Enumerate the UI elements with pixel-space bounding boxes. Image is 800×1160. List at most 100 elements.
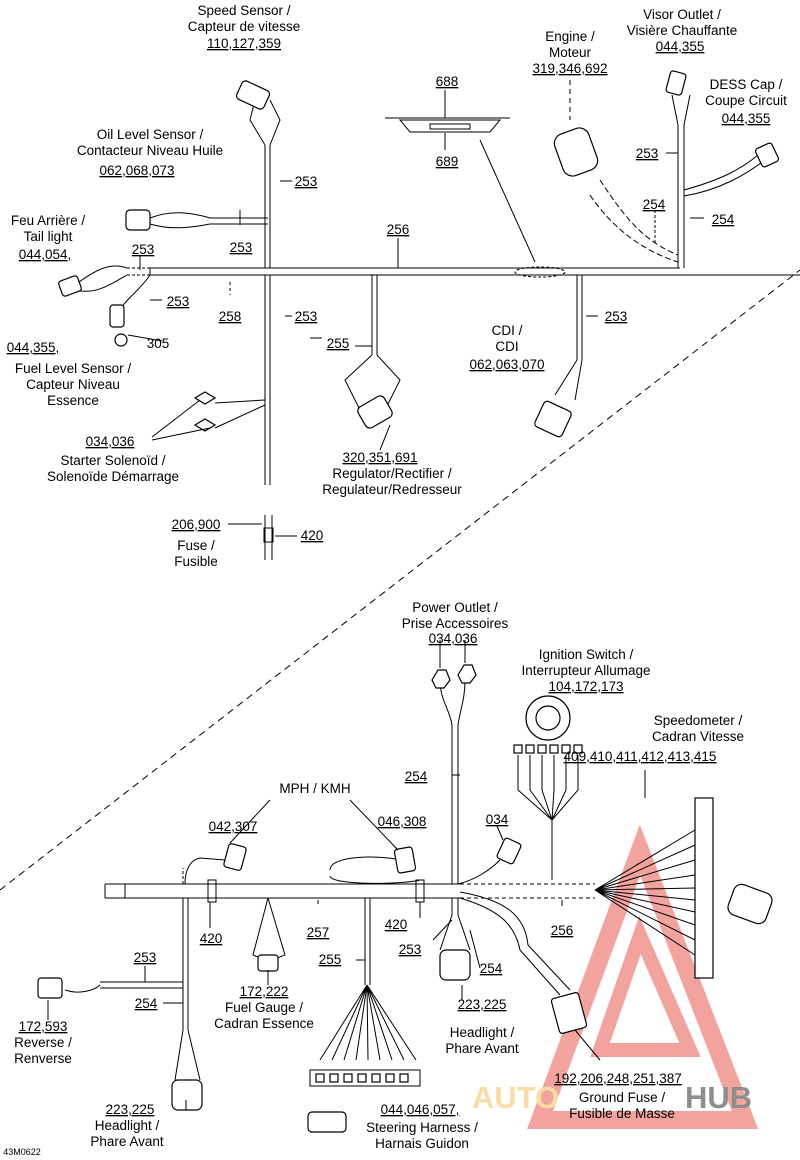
headlight-mid-connector [439,949,471,981]
speed-sensor-label-1: Speed Sensor / [197,3,290,18]
reverse-connector [37,977,63,999]
ref-042-307: 042,307 [209,819,258,834]
bottom-connectors [37,664,773,1133]
watermark-triangle-inner [590,915,701,1057]
power-outlet-terminal-b [457,664,477,684]
regulator-label-1: 320,351,691 [342,450,417,465]
ref-046-308: 046,308 [378,814,427,829]
cdi-label-3: 062,063,070 [469,357,544,372]
mph-connector-a [223,843,247,871]
dess-label-3: 044,355 [722,111,771,126]
ref-254-c: 254 [405,769,428,784]
fuel-level-ring [114,333,128,347]
dess-label-2: Coupe Circuit [705,93,787,108]
headlight-mid-label-3: Phare Avant [445,1041,519,1056]
connector-034 [496,837,522,865]
fuse-label-2: Fuse / [177,538,215,553]
headlight-left-connector [171,1079,203,1111]
regulator-label-3: Regulateur/Redresseur [322,482,462,497]
tail-light-connector [58,275,82,297]
bottom-labels: Power Outlet / Prise Accessoires 034,036… [3,600,744,1157]
watermark-text-b: HUB [685,1080,752,1115]
steering-plug [307,1111,347,1133]
cdi-label-2: CDI [495,339,518,354]
visor-connector [665,70,687,96]
ref-253-g: 253 [636,146,659,161]
power-outlet-label-2: Prise Accessoires [402,616,509,631]
fuel-gauge-connector [257,954,279,972]
speed-sensor-label-2: Capteur de vitesse [188,19,301,34]
ref-254-e: 254 [135,996,158,1011]
fuel-level-label-4: Essence [47,393,99,408]
fuel-gauge-label-1: 172,222 [240,984,289,999]
visor-label-3: 044,355 [656,39,705,54]
headlight-mid-label-1: 223,225 [458,997,507,1012]
tail-light-label-3: 044,054, [19,247,72,262]
power-outlet-label-1: Power Outlet / [412,600,498,615]
visor-label-1: Visor Outlet / [643,7,721,22]
ground-fuse-label-3: Fusible de Masse [569,1106,675,1121]
headlight-mid-label-2: Headlight / [450,1025,515,1040]
regulator-connector [357,395,393,429]
oil-sensor-connector [125,209,151,231]
ref-254-b: 254 [712,212,735,227]
ref-689: 689 [436,154,459,169]
ref-420-top: 420 [301,528,324,543]
ref-688: 688 [436,74,459,89]
ground-fuse-label-1: 192,206,248,251,387 [554,1071,682,1086]
regulator-label-2: Regulator/Rectifier / [332,466,452,481]
ref-253-f: 253 [605,309,628,324]
dess-label-1: DESS Cap / [710,77,783,92]
starter-label-1: 034,036 [86,434,135,449]
ref-257: 257 [307,925,330,940]
power-outlet-label-3: 034,036 [429,631,478,646]
ground-fuse-label-2: Ground Fuse / [579,1090,666,1105]
ref-255-bottom: 255 [319,952,342,967]
ignition-label-3: 104,172,173 [548,679,623,694]
ignition-label-1: Ignition Switch / [539,647,634,662]
top-harness [74,80,800,560]
oil-level-label-1: Oil Level Sensor / [97,127,204,142]
section-divider [0,269,800,891]
ref-255-top: 255 [327,336,350,351]
fuel-level-label-2: Fuel Level Sensor / [15,361,132,376]
ref-253-h: 253 [399,942,422,957]
power-outlet-terminal-a [431,669,451,689]
fuel-gauge-label-3: Cadran Essence [214,1016,314,1031]
reverse-label-2: Reverse / [14,1035,72,1050]
steering-harness-terminals [315,1073,409,1083]
ignition-terminals [513,744,583,754]
visor-label-2: Visière Chauffante [627,23,738,38]
headlight-left-label-1: 223,225 [106,1102,155,1117]
bottom-harness [64,679,696,1087]
ref-256-bottom: 256 [551,923,574,938]
speedometer-label-1: Speedometer / [654,713,743,728]
steering-label-3: Harnais Guidon [375,1136,469,1151]
cdi-label-1: CDI / [492,323,523,338]
starter-label-3: Solenoïde Démarrage [47,469,179,484]
ref-253-c: 253 [132,242,155,257]
fuel-level-label-3: Capteur Niveau [26,377,120,392]
ref-253-e: 253 [295,309,318,324]
ignition-label-2: Interrupteur Allumage [521,663,650,678]
ref-258: 258 [219,309,242,324]
engine-label-3: 319,346,692 [532,61,607,76]
engine-label-1: Engine / [545,29,595,44]
ref-254-a: 254 [643,197,666,212]
speedometer-label-3: 409,410,411,412,413,415 [564,749,717,764]
engine-connector [553,127,599,177]
speedometer-connector [694,797,714,979]
ref-420-b: 420 [385,917,408,932]
headlight-left-label-2: Headlight / [95,1118,160,1133]
ref-034: 034 [486,812,509,827]
oil-level-label-2: Contacteur Niveau Huile [77,143,223,158]
ground-fuse-connector [550,992,588,1034]
figure-code: 43M0622 [3,1147,41,1157]
mph-connector-b [393,846,417,874]
mph-kmh-label: MPH / KMH [279,781,350,796]
speedometer-plug [727,883,773,925]
fuel-gauge-label-2: Fuel Gauge / [225,1000,303,1015]
bottom-leaders [47,640,646,1110]
reverse-label-3: Renverse [14,1051,72,1066]
top-connectors [58,70,779,438]
